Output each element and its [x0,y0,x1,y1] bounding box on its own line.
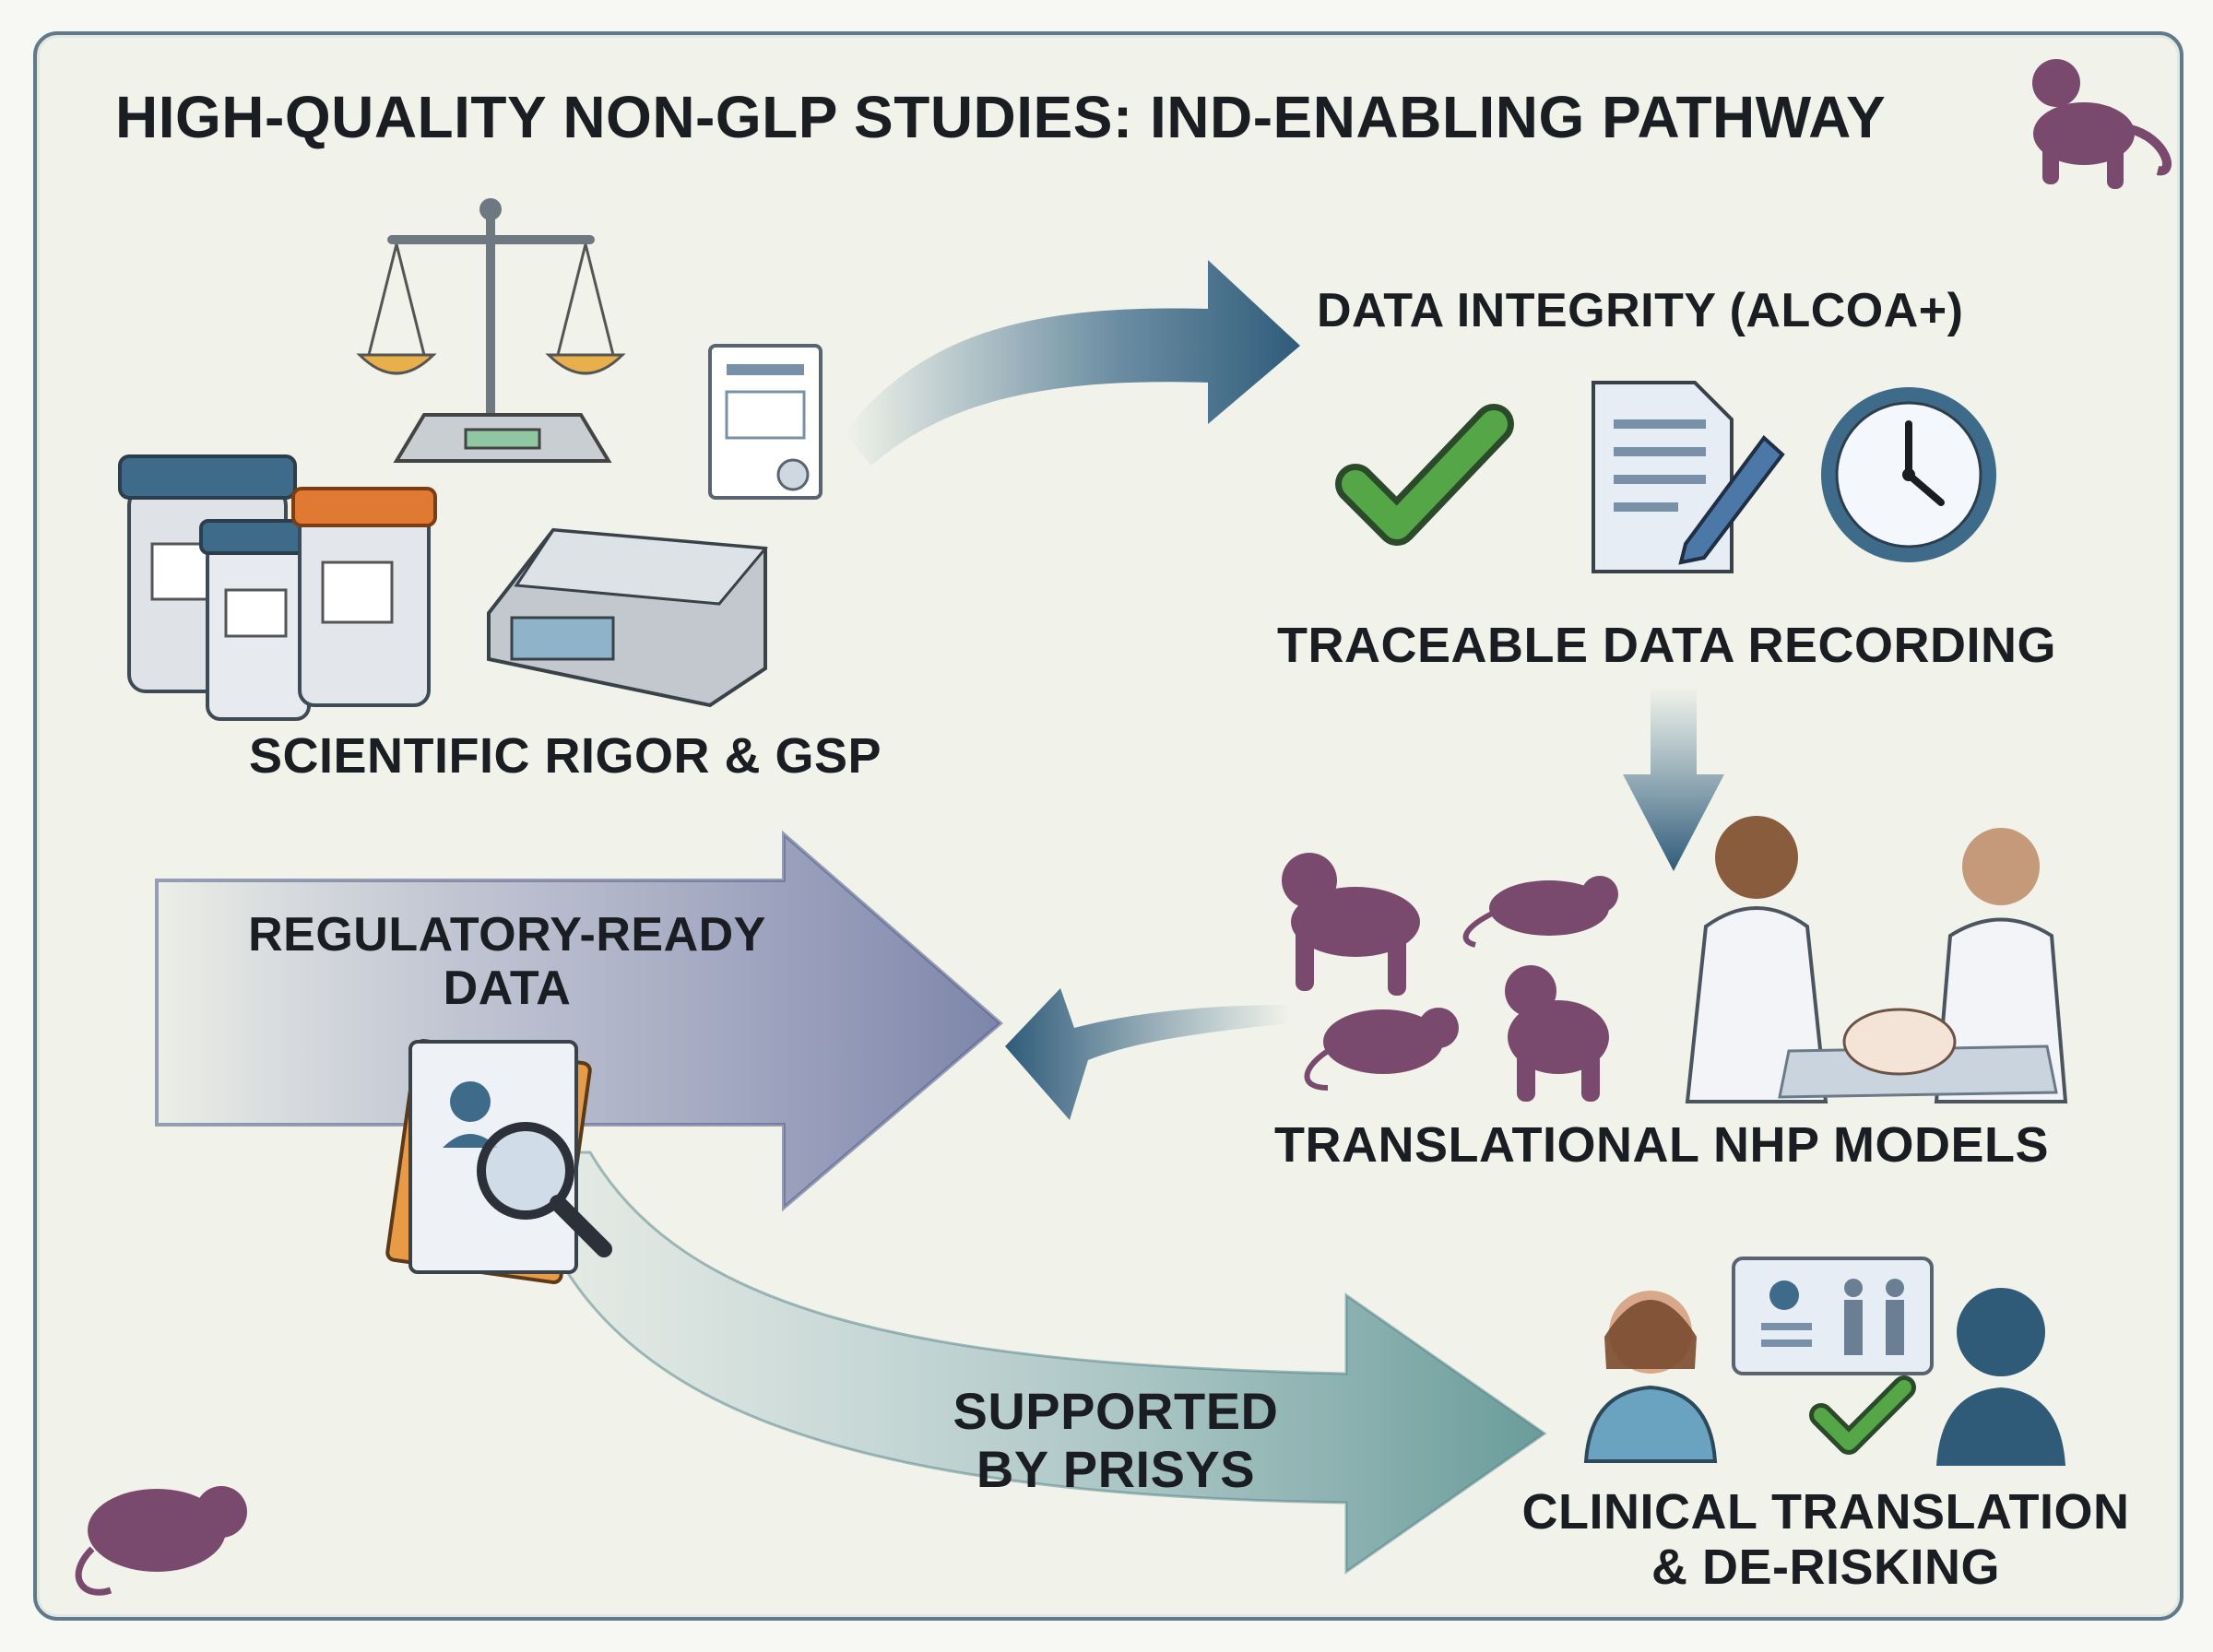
balance-scale-icon [356,198,626,429]
label-scientific-rigor: SCIENTIFIC RIGOR & GSP [249,728,882,784]
label-translational-models: TRANSLATIONAL NHP MODELS [1274,1117,2050,1173]
monkey-icon [2032,59,2172,189]
scientists-icon [1685,816,2068,1103]
label-supported-by: SUPPORTED BY PRISYS [931,1382,1300,1498]
label-clinical-line2: & DE-RISKING [1651,1540,2000,1596]
specimen-jars-icon [118,454,437,721]
clinical-card-icon [1732,1257,1934,1455]
page-title: HIGH-QUALITY NON-GLP STUDIES: IND-ENABLI… [115,84,1887,150]
label-supported-line1: SUPPORTED [953,1382,1279,1440]
label-regulatory-ready-line2: DATA [443,962,572,1016]
plate-reader-icon [487,527,768,708]
arc-arrow-top [844,260,1300,466]
patient-icon [1936,1288,2065,1466]
checkmark-icon [1335,404,1514,546]
label-regulatory-ready-line1: REGULATORY-READY [248,908,766,962]
label-clinical-translation: CLINICAL TRANSLATION & DE-RISKING [1494,1484,2158,1596]
back-arrow [1005,988,1291,1120]
rat-icon [1462,876,1618,948]
rat-icon [1304,1008,1459,1091]
label-supported-line2: BY PRISYS [976,1439,1256,1498]
label-traceable-recording: TRACEABLE DATA RECORDING [1277,618,2056,673]
dossier-magnifier-icon [385,1038,612,1285]
clinical-arrow [515,1150,1547,1575]
monkey-icon [1282,853,1420,996]
monkey-icon [1505,965,1609,1102]
clock-icon [1821,387,1996,562]
down-arrow [1623,687,1724,871]
label-regulatory-ready: REGULATORY-READY DATA [231,908,784,1015]
patient-icon [1583,1291,1718,1463]
rat-icon [75,1486,247,1596]
report-document-icon [708,344,822,500]
label-clinical-line1: CLINICAL TRANSLATION [1521,1484,2130,1540]
analytical-balance-icon [393,413,612,463]
regulatory-arrow [155,830,1004,1212]
document-pencil-icon [1592,381,1785,573]
label-data-integrity: DATA INTEGRITY (ALCOA+) [1317,284,1964,337]
